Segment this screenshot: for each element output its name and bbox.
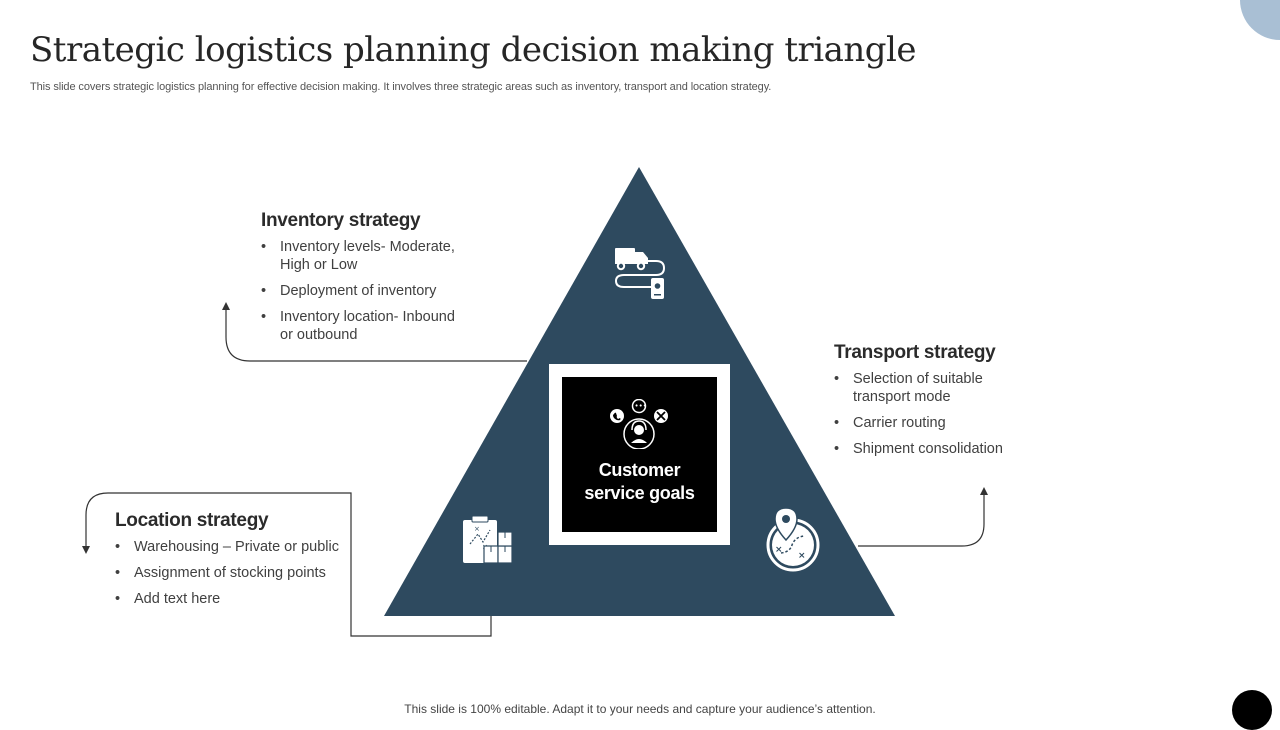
delivery-truck-route-icon xyxy=(614,248,666,299)
location-strategy-list: Warehousing – Private or public Assignme… xyxy=(115,538,340,608)
list-item: Shipment consolidation xyxy=(834,440,1034,458)
slide-footer: This slide is 100% editable. Adapt it to… xyxy=(404,702,876,716)
slide-subtitle: This slide covers strategic logistics pl… xyxy=(30,81,772,93)
list-item: Inventory levels- Moderate, High or Low xyxy=(261,238,471,274)
center-label-line2: service goals xyxy=(584,483,695,503)
svg-text:×: × xyxy=(474,525,480,533)
slide-title: Strategic logistics planning decision ma… xyxy=(30,30,917,70)
customer-service-icon: ••• xyxy=(610,399,668,449)
center-label-line1: Customer xyxy=(598,460,681,480)
location-strategy-heading: Location strategy xyxy=(115,510,269,531)
list-item: Add text here xyxy=(115,590,340,608)
transport-strategy-block: Transport strategy Selection of suitable… xyxy=(834,342,1034,466)
transport-connector xyxy=(858,487,988,547)
inventory-strategy-block: Inventory strategy Inventory levels- Mod… xyxy=(261,210,471,352)
svg-text:×: × xyxy=(775,545,783,555)
list-item: Deployment of inventory xyxy=(261,282,471,300)
list-item: Selection of suitable transport mode xyxy=(834,370,1034,406)
list-item: Inventory location- Inbound or outbound xyxy=(261,308,471,344)
list-item: Warehousing – Private or public xyxy=(115,538,340,556)
center-box: ••• Customer service goals xyxy=(549,364,730,545)
clipboard-boxes-icon: × × xyxy=(463,515,513,564)
transport-strategy-list: Selection of suitable transport mode Car… xyxy=(834,370,1034,458)
svg-text:×: × xyxy=(798,551,806,561)
inventory-connector xyxy=(222,302,527,362)
location-strategy-block: Location strategy Warehousing – Private … xyxy=(115,510,340,616)
list-item: Carrier routing xyxy=(834,414,1034,432)
inventory-strategy-list: Inventory levels- Moderate, High or Low … xyxy=(261,238,471,344)
center-label: Customer service goals xyxy=(562,459,717,505)
location-route-icon: × × xyxy=(766,507,820,572)
transport-strategy-heading: Transport strategy xyxy=(834,342,996,363)
svg-text:•••: ••• xyxy=(635,402,647,410)
inventory-strategy-heading: Inventory strategy xyxy=(261,210,421,231)
list-item: Assignment of stocking points xyxy=(115,564,340,582)
center-inner: ••• Customer service goals xyxy=(562,377,717,532)
location-connector xyxy=(82,492,492,637)
